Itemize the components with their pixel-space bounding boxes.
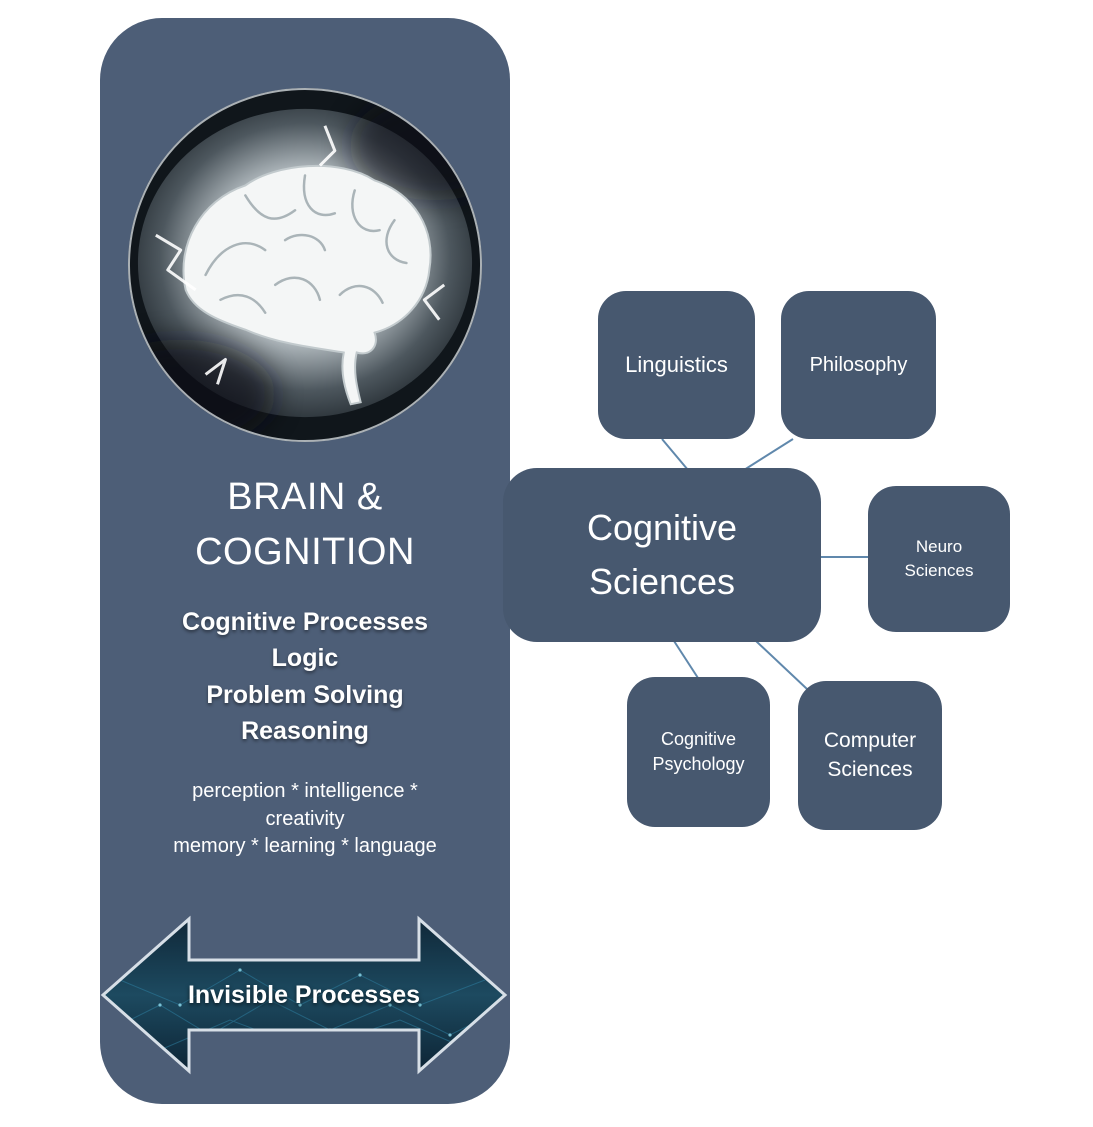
detail-line: perception * intelligence * (192, 780, 418, 802)
connector-psychology (673, 640, 699, 679)
node-label-line1: Computer (823, 729, 917, 753)
arrow-label: Invisible Processes (187, 980, 421, 1009)
node-cognitive-psychology: Cognitive Psychology (627, 677, 770, 827)
connector-computer (755, 640, 808, 690)
node-neuro-sciences: Neuro Sciences (868, 486, 1010, 632)
center-node-line1: Cognitive (586, 507, 738, 548)
topic-line: Cognitive Processes (182, 608, 428, 636)
node-label-line2: Psychology (652, 754, 745, 774)
cognitive-topics-list: Cognitive Processes Logic Problem Solvin… (100, 604, 510, 749)
node-label-line1: Cognitive (660, 728, 737, 749)
brain-image (126, 86, 484, 444)
node-label: Linguistics (625, 352, 728, 377)
topic-line: Problem Solving (206, 680, 404, 709)
detail-line: creativity (265, 807, 345, 830)
detail-line: memory * learning * language (173, 835, 437, 858)
center-node-line2: Sciences (588, 561, 736, 602)
node-label-line1: Neuro (915, 537, 963, 557)
brain-illustration (127, 87, 483, 443)
topic-line: Logic (271, 644, 339, 673)
connector-linguistics (661, 438, 689, 471)
node-label-line2: Sciences (827, 757, 913, 781)
topic-line: Reasoning (241, 716, 369, 745)
invisible-processes-arrow: Invisible Processes (100, 910, 508, 1080)
cognitive-details-list: perception * intelligence * creativity m… (100, 778, 510, 861)
node-linguistics: Linguistics (598, 291, 755, 439)
double-arrow-icon (100, 915, 508, 1075)
connector-philosophy (743, 438, 794, 471)
node-philosophy: Philosophy (781, 291, 936, 439)
node-label: Philosophy (809, 353, 908, 376)
node-computer-sciences: Computer Sciences (798, 681, 942, 830)
panel-title-line1: BRAIN & (227, 476, 383, 518)
panel-title-line2: COGNITION (195, 531, 415, 574)
node-label-line2: Sciences (904, 561, 974, 580)
brain-cognition-panel: BRAIN & COGNITION Cognitive Processes Lo… (100, 18, 510, 1104)
panel-title: BRAIN & COGNITION (100, 470, 510, 580)
node-cognitive-sciences: Cognitive Sciences (503, 468, 821, 642)
